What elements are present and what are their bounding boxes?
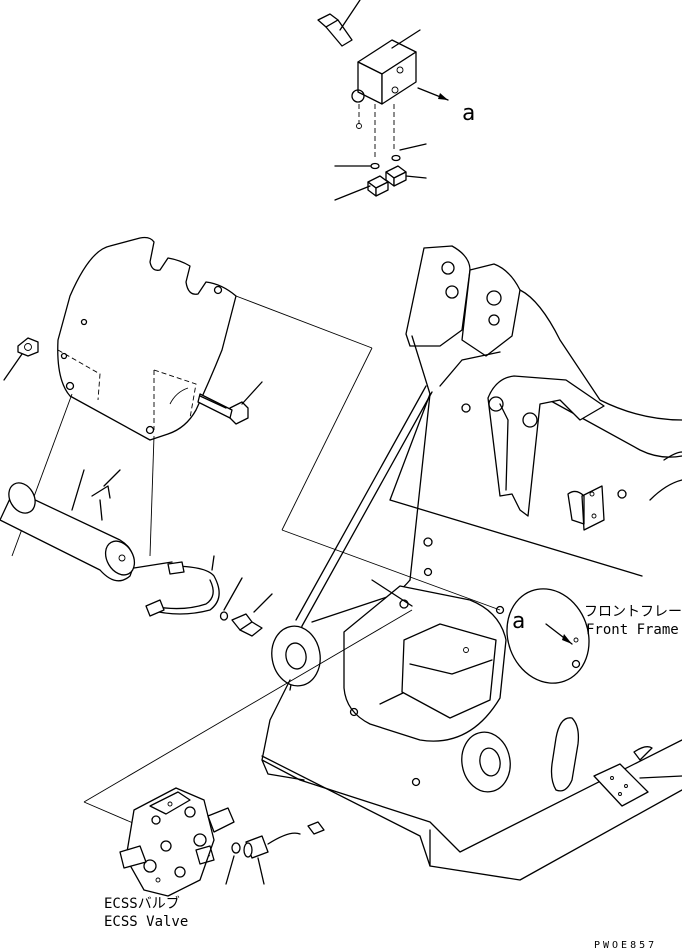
valve-block-assembly: a xyxy=(317,0,475,201)
top-bolt xyxy=(317,0,361,47)
cover-plate xyxy=(57,236,237,441)
fitting-1 xyxy=(334,175,389,201)
front-frame-label-jp: フロントフレーム xyxy=(584,604,682,620)
drawing-code: PWOE857 xyxy=(594,940,657,951)
elbow-fitting xyxy=(231,593,273,637)
view-a-arrow-top: a xyxy=(417,87,475,126)
front-frame-label-en: Front Frame xyxy=(586,622,679,638)
ecss-valve-label-en: ECSS Valve xyxy=(104,914,188,930)
hose xyxy=(133,555,220,617)
view-marker-top: a xyxy=(462,101,475,126)
valve-block xyxy=(351,29,421,105)
pressure-sensor xyxy=(243,821,325,885)
washer xyxy=(3,337,39,381)
fitting-2 xyxy=(385,165,427,187)
view-marker-frame: a xyxy=(512,609,525,634)
plate-bolt xyxy=(197,381,263,425)
front-frame xyxy=(261,245,682,881)
ecss-valve xyxy=(119,787,235,897)
accumulator xyxy=(0,469,136,582)
view-a-region: a xyxy=(506,588,590,684)
ecss-valve-label-jp: ECSSバルブ xyxy=(104,895,180,912)
